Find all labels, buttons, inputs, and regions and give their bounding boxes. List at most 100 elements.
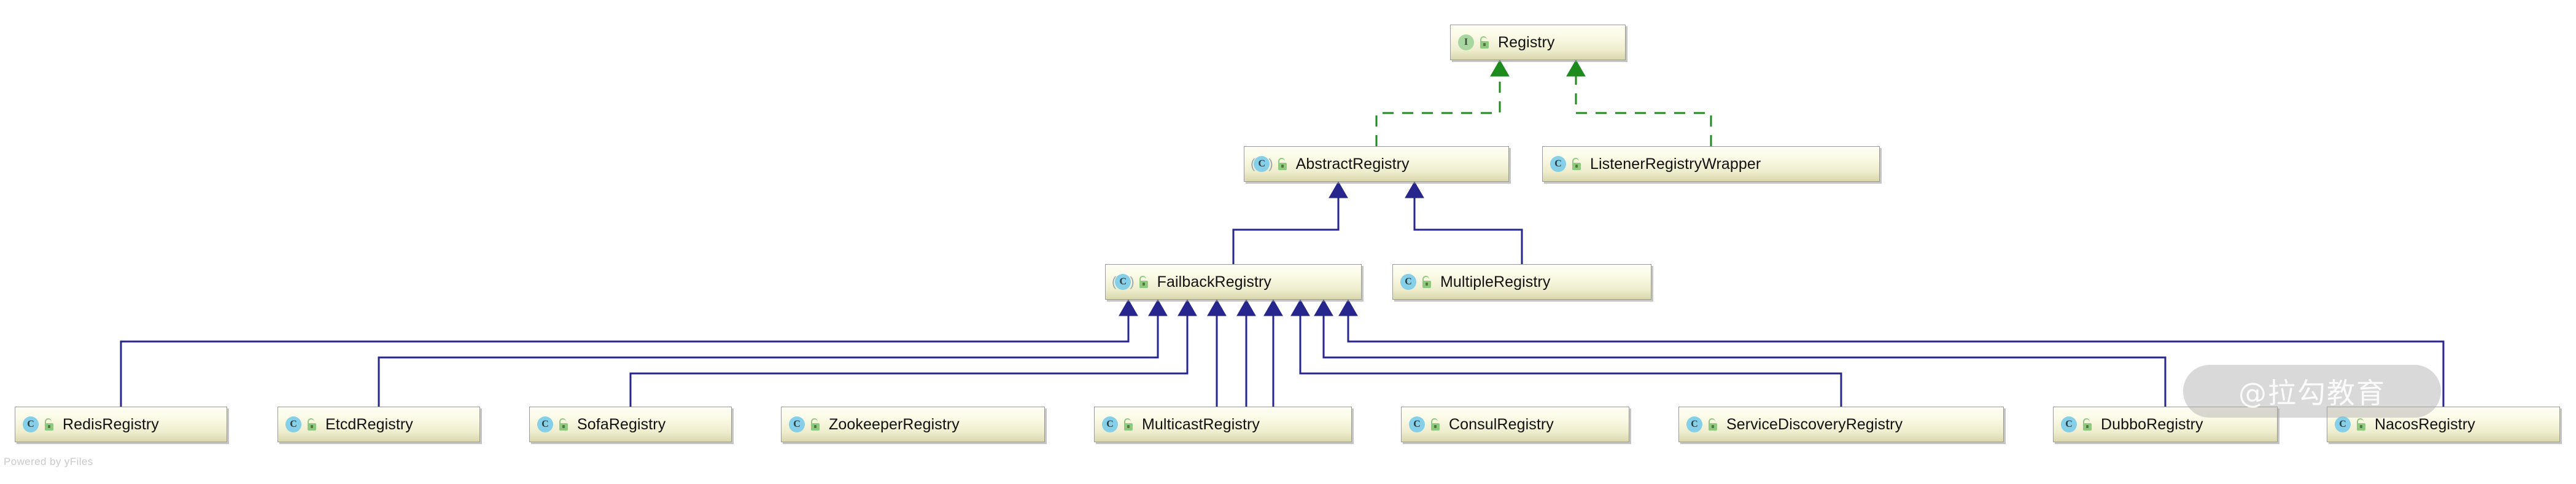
node-glyphs: (C) [1251, 156, 1288, 172]
class-node-listenerRegistryWrapper[interactable]: C ListenerRegistryWrapper [1542, 146, 1880, 182]
class-node-label: EtcdRegistry [325, 415, 413, 433]
watermark-text: @拉勾教育 [2238, 377, 2386, 410]
node-glyphs: C [1102, 416, 1134, 432]
class-badge-icon: C [1686, 416, 1702, 432]
abstract-marker-icon: (C) [1251, 156, 1273, 172]
class-node-label: RedisRegistry [63, 415, 159, 433]
edge-nacosRegistry-extends-failbackRegistry [1347, 316, 2445, 407]
edge-redisRegistry-extends-failbackRegistry [120, 316, 1130, 407]
node-glyphs: C [537, 416, 569, 432]
class-node-multicastRegistry[interactable]: C MulticastRegistry [1094, 407, 1352, 442]
class-badge-icon: C [789, 416, 805, 432]
unlock-icon [1139, 276, 1149, 288]
unlock-icon [1708, 418, 1718, 431]
edge-multicastRegistry-extends-failbackRegistry-arrowhead [1236, 299, 1256, 316]
class-node-nacosRegistry[interactable]: C NacosRegistry [2327, 407, 2560, 442]
edge-listenerRegistryWrapper-realizes-registry-arrowhead [1566, 59, 1586, 77]
class-node-label: ListenerRegistryWrapper [1590, 155, 1761, 173]
edge-etcdRegistry-extends-failbackRegistry [378, 316, 1159, 407]
node-glyphs: C [789, 416, 821, 432]
class-node-registry[interactable]: I Registry [1450, 25, 1626, 60]
class-node-serviceDiscoveryRegistry[interactable]: C ServiceDiscoveryRegistry [1678, 407, 2004, 442]
edge-zookeeperRegistry-extends-failbackRegistry-arrowhead [1207, 299, 1227, 316]
class-badge-icon: C [1115, 274, 1131, 290]
edge-sofaRegistry-extends-failbackRegistry [629, 316, 1189, 407]
class-badge-icon: C [537, 416, 553, 432]
yfiles-credit: Powered by yFiles [4, 456, 93, 467]
class-node-label: ZookeeperRegistry [829, 415, 960, 433]
unlock-icon [1123, 418, 1134, 431]
class-badge-icon: C [1550, 156, 1566, 172]
unlock-icon [2356, 418, 2367, 431]
class-badge-icon: C [1254, 156, 1270, 172]
class-node-abstractRegistry[interactable]: (C) AbstractRegistry [1244, 146, 1509, 182]
unlock-icon [1572, 158, 1582, 170]
unlock-icon [1480, 36, 1490, 49]
class-badge-icon: C [2061, 416, 2077, 432]
class-badge-icon: C [1409, 416, 1425, 432]
class-badge-icon: C [23, 416, 39, 432]
edge-serviceDiscoveryRegistry-extends-failbackRegistry [1299, 316, 1842, 407]
edge-failbackRegistry-extends-abstractRegistry-arrowhead [1329, 181, 1348, 198]
class-node-label: ConsulRegistry [1449, 415, 1554, 433]
abstract-bracket-left: ( [1112, 274, 1117, 289]
edge-etcdRegistry-extends-failbackRegistry-arrowhead [1148, 299, 1168, 316]
node-glyphs: C [1550, 156, 1582, 172]
abstract-bracket-right: ) [1268, 156, 1273, 171]
edge-sofaRegistry-extends-failbackRegistry-arrowhead [1177, 299, 1197, 316]
unlock-icon [307, 418, 317, 431]
class-badge-icon: C [1102, 416, 1118, 432]
class-node-label: ServiceDiscoveryRegistry [1726, 415, 1903, 433]
edge-serviceDiscoveryRegistry-extends-failbackRegistry-arrowhead [1290, 299, 1310, 316]
unlock-icon [559, 418, 569, 431]
edge-dubboRegistry-extends-failbackRegistry [1322, 316, 2167, 407]
node-glyphs: C [23, 416, 55, 432]
class-node-label: AbstractRegistry [1295, 155, 1410, 173]
class-node-label: MultipleRegistry [1440, 273, 1551, 291]
unlock-icon [1422, 276, 1432, 288]
edge-consulRegistry-extends-failbackRegistry-arrowhead [1263, 299, 1283, 316]
class-node-dubboRegistry[interactable]: C DubboRegistry [2053, 407, 2278, 442]
unlock-icon [2082, 418, 2093, 431]
unlock-icon [810, 418, 821, 431]
class-badge-icon: C [2335, 416, 2351, 432]
class-node-label: Registry [1498, 33, 1555, 51]
abstract-marker-icon: (C) [1112, 274, 1135, 290]
edge-multipleRegistry-extends-abstractRegistry-arrowhead [1405, 181, 1424, 198]
class-node-etcdRegistry[interactable]: C EtcdRegistry [277, 407, 480, 442]
edge-failbackRegistry-extends-abstractRegistry [1232, 198, 1340, 264]
node-glyphs: C [2061, 416, 2093, 432]
edge-multipleRegistry-extends-abstractRegistry [1413, 198, 1523, 264]
class-badge-icon: C [285, 416, 301, 432]
abstract-bracket-right: ) [1130, 274, 1135, 289]
class-badge-icon: C [1400, 274, 1416, 290]
class-node-zookeeperRegistry[interactable]: C ZookeeperRegistry [781, 407, 1045, 442]
edge-redisRegistry-extends-failbackRegistry-arrowhead [1119, 299, 1138, 316]
unlock-icon [1430, 418, 1441, 431]
class-node-failbackRegistry[interactable]: (C) FailbackRegistry [1105, 264, 1362, 300]
class-node-label: FailbackRegistry [1157, 273, 1272, 291]
edge-abstractRegistry-realizes-registry-arrowhead [1490, 59, 1510, 77]
node-glyphs: C [1409, 416, 1441, 432]
edge-nacosRegistry-extends-failbackRegistry-arrowhead [1338, 299, 1358, 316]
class-node-label: NacosRegistry [2375, 415, 2475, 433]
class-node-label: DubboRegistry [2101, 415, 2203, 433]
class-node-label: MulticastRegistry [1142, 415, 1260, 433]
abstract-bracket-left: ( [1251, 156, 1255, 171]
node-glyphs: C [1686, 416, 1718, 432]
interface-badge-icon: I [1458, 34, 1474, 50]
node-glyphs: C [2335, 416, 2367, 432]
node-glyphs: C [285, 416, 317, 432]
node-glyphs: (C) [1112, 274, 1149, 290]
class-node-multipleRegistry[interactable]: C MultipleRegistry [1392, 264, 1651, 300]
node-glyphs: I [1458, 34, 1490, 50]
edge-abstractRegistry-realizes-registry [1375, 76, 1501, 146]
node-glyphs: C [1400, 274, 1432, 290]
class-node-consulRegistry[interactable]: C ConsulRegistry [1401, 407, 1629, 442]
class-node-redisRegistry[interactable]: C RedisRegistry [15, 407, 227, 442]
edge-dubboRegistry-extends-failbackRegistry-arrowhead [1314, 299, 1333, 316]
unlock-icon [1278, 158, 1288, 170]
edge-listenerRegistryWrapper-realizes-registry [1575, 76, 1712, 146]
